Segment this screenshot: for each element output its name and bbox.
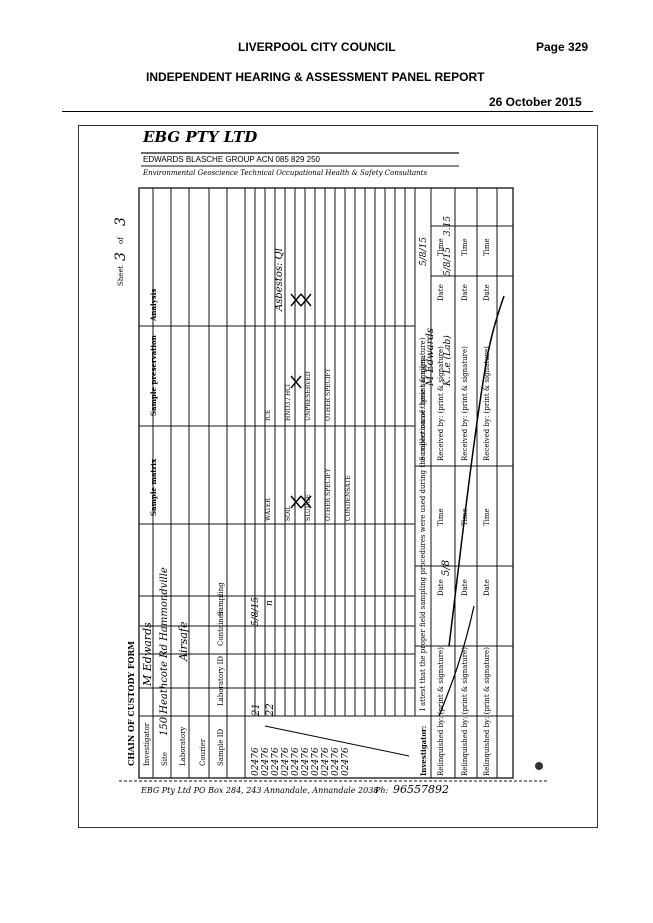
matrix-col-sludge: SLUDGE <box>305 494 312 521</box>
time-label-5: Time <box>483 508 491 526</box>
date-label-3: Date <box>461 579 469 596</box>
report-date: 26 October 2015 <box>489 95 582 109</box>
site-label: Site <box>161 752 169 766</box>
scanned-form-image: EBG PTY LTD EDWARDS BLASCHE GROUP ACN 08… <box>78 125 598 828</box>
company-name: EDWARDS BLASCHE GROUP ACN 085 829 250 <box>143 155 320 164</box>
relinquished-label-3: Relinquished by: (print & signature) <box>483 647 491 776</box>
sample-id-1: 02476 <box>251 747 261 776</box>
relinquished-label-1: Relinquished by: (print & signature) <box>437 647 445 776</box>
lab-value: Airsafe <box>177 621 190 661</box>
courier-label: Courier <box>199 738 207 766</box>
date-label-2: Date <box>437 284 445 301</box>
relinquished-label-2: Relinquished by: (print & signature) <box>461 647 469 776</box>
sample-preservation-header: Sample preservation <box>149 335 158 416</box>
sample-id-2: 02476 <box>261 747 271 776</box>
sheet-of-label: of <box>117 237 125 244</box>
investigator-label: Investigator <box>143 722 151 766</box>
form-grid <box>119 152 549 782</box>
received-label-3: Received by: (print & signature) <box>483 346 491 461</box>
sample-id-7: 02476 <box>311 747 321 776</box>
company-footer-phone: 96557892 <box>393 783 449 796</box>
site-value: 150 Heathcote Rd Hammondville <box>159 567 170 736</box>
sample-id-header: Sample ID <box>217 728 225 766</box>
sample-date-2: n <box>265 600 275 606</box>
matrix-col-soil: SOIL <box>285 505 292 521</box>
time-label-2: Time <box>437 238 445 256</box>
report-title: INDEPENDENT HEARING & ASSESSMENT PANEL R… <box>146 70 485 84</box>
date-label-6: Date <box>483 284 491 301</box>
form-title: CHAIN OF CUSTODY FORM <box>126 640 136 766</box>
company-services: Environmental Geoscience Technical Occup… <box>143 169 428 177</box>
company-logo: EBG PTY LTD <box>143 128 258 146</box>
council-name: LIVERPOOL CITY COUNCIL <box>238 40 396 54</box>
sheet-value: 3 <box>113 252 129 261</box>
company-footer-phone-label: Ph: <box>375 786 389 795</box>
investigator-statement-label: Investigator: <box>419 725 428 776</box>
sample-id-3: 02476 <box>271 747 281 776</box>
analysis-header: Analysis <box>149 288 158 321</box>
sampler-value: M Edwards <box>425 328 436 386</box>
investigator-value: M Edwards <box>141 622 154 686</box>
lab-label: Laboratory <box>179 726 187 766</box>
company-footer-address: EBG Pty Ltd PO Box 284, 243 Annandale, A… <box>141 786 379 795</box>
pres-col-acid: HNO3 / HCl <box>285 384 292 421</box>
time-label-4: Time <box>461 238 469 256</box>
sample-matrix-header: Sample matrix <box>149 458 158 516</box>
received-value: K. Le (Lab) <box>443 335 453 386</box>
matrix-col-other: OTHER SPECIFY <box>325 468 332 521</box>
pres-col-unpreserved: UNPRESERVED <box>305 371 312 421</box>
lab-id-header: Laboratory ID <box>217 656 225 706</box>
date-label-1: Date <box>437 579 445 596</box>
matrix-col-condensate: CONDENSATE <box>345 475 352 521</box>
time-label-3: Time <box>461 508 469 526</box>
sample-id-5: 02476 <box>291 747 301 776</box>
pres-col-other: OTHER SPECIFY <box>325 368 332 421</box>
analysis-value: Asbestos: Ql <box>274 248 285 311</box>
lab-id-2: 22 <box>265 703 276 716</box>
page-number: Page 329 <box>536 40 589 54</box>
sheet-total: 3 <box>113 217 129 226</box>
header-divider <box>62 111 593 112</box>
time-label-6: Time <box>483 238 491 256</box>
sample-id-8: 02476 <box>321 747 331 776</box>
date-label-5: Date <box>483 579 491 596</box>
received-time: 3.15 <box>443 215 453 236</box>
sheet-label: Sheet <box>117 265 125 286</box>
lab-id-1: 21 <box>251 703 262 716</box>
sample-id-10: 02476 <box>341 747 351 776</box>
pres-col-ice: ICE <box>265 409 272 421</box>
received-label-2: Received by: (print & signature) <box>461 346 469 461</box>
sample-id-6: 02476 <box>301 747 311 776</box>
sample-id-9: 02476 <box>331 747 341 776</box>
sample-date-1: 5/8/15 <box>251 597 261 626</box>
sampling-header: Sampling <box>217 582 225 616</box>
relinquish-date: 5/8 <box>441 559 452 576</box>
date-label-4: Date <box>461 284 469 301</box>
matrix-col-water: WATER <box>265 498 272 521</box>
signature-date: 5/8/15 <box>419 237 429 266</box>
sample-id-4: 02476 <box>281 747 291 776</box>
time-label-1: Time <box>437 508 445 526</box>
